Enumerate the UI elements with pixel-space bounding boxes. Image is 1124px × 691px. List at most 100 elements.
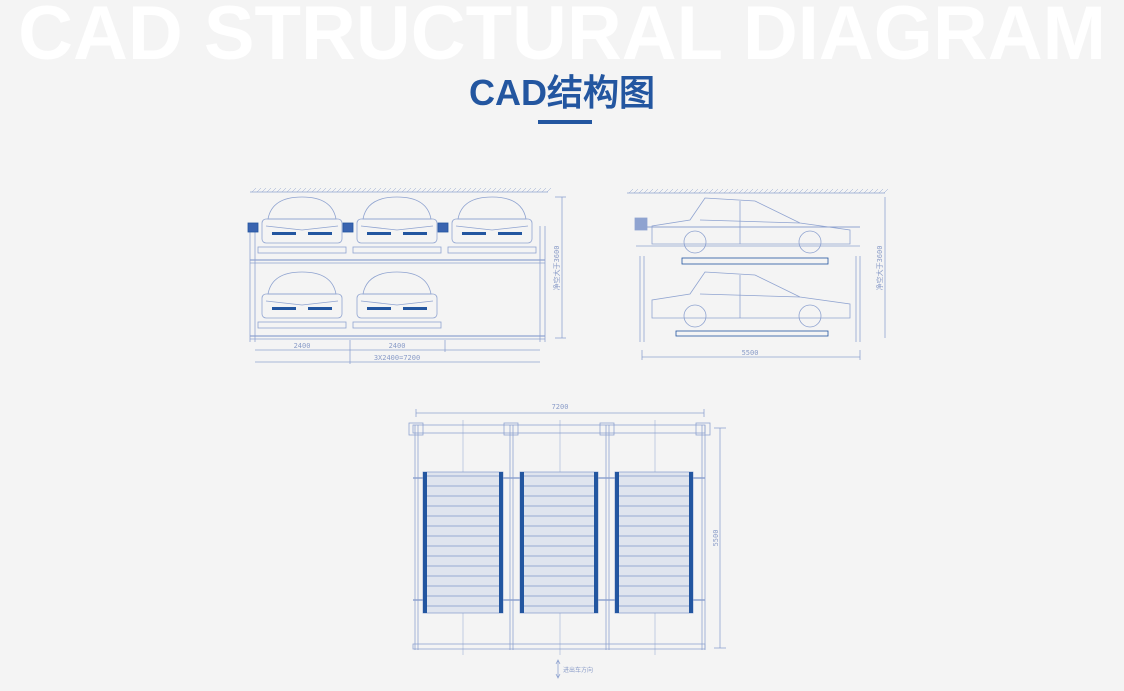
front-dim-height: 净空大于3600 [552, 246, 561, 291]
cad-line [496, 187, 502, 193]
top-dim-width: 7200 [552, 403, 569, 411]
cad-line [793, 188, 799, 194]
cad-line [371, 187, 377, 193]
front-dim-2400-left: 2400 [294, 342, 311, 350]
cad-line [703, 188, 709, 194]
upper-platform [681, 257, 829, 265]
cad-line [778, 188, 784, 194]
side-dim-height: 净空大于3600 [875, 246, 884, 291]
cad-line [818, 188, 824, 194]
cad-line [386, 187, 392, 193]
cad-line [436, 187, 442, 193]
cad-line [341, 187, 347, 193]
cad-line [406, 187, 412, 193]
cad-line [266, 187, 272, 193]
motor-icon [437, 222, 449, 233]
car-roof [457, 196, 527, 220]
cad-line [693, 188, 699, 194]
car-platform [257, 321, 347, 329]
cad-line [251, 187, 257, 193]
cad-line [466, 187, 472, 193]
platform-rail [615, 472, 619, 613]
cad-line [511, 187, 517, 193]
car-platform [257, 246, 347, 254]
cad-line [633, 188, 639, 194]
cad-line [281, 187, 287, 193]
cad-line [708, 188, 714, 194]
cad-line [838, 188, 844, 194]
side-view-drawing [627, 188, 889, 360]
car-body [451, 218, 533, 244]
cad-line [728, 188, 734, 194]
car-platform [352, 246, 442, 254]
car-wheel [683, 304, 707, 328]
car-grille [498, 232, 522, 235]
cad-line [516, 187, 522, 193]
car-body [356, 218, 438, 244]
cad-line [311, 187, 317, 193]
platform-rail [520, 472, 524, 613]
car-body [261, 293, 343, 319]
cad-line [456, 187, 462, 193]
car-headlights [265, 300, 339, 306]
parking-platform [614, 471, 694, 614]
cad-line [648, 188, 654, 194]
cad-line [261, 187, 267, 193]
car-body [651, 271, 851, 319]
car-body [356, 293, 438, 319]
platform-rail [499, 472, 503, 613]
cad-line [376, 187, 382, 193]
cad-line [673, 188, 679, 194]
car-grille [308, 307, 332, 310]
direction-label: 进出车方向 [563, 666, 593, 674]
cad-line [441, 187, 447, 193]
cad-line [541, 187, 547, 193]
cad-line [768, 188, 774, 194]
car-headlights [360, 300, 434, 306]
cad-line [723, 188, 729, 194]
post [408, 422, 424, 436]
cad-line [878, 188, 884, 194]
cad-line [546, 187, 552, 193]
car-headlights [455, 225, 529, 231]
top-view-drawing [408, 409, 726, 679]
front-dim-total: 3X2400=7200 [374, 354, 420, 362]
cad-line [863, 188, 869, 194]
cad-line [331, 187, 337, 193]
cad-line [256, 187, 262, 193]
cad-line [698, 188, 704, 194]
car-grille [367, 232, 391, 235]
lower-platform [675, 330, 829, 337]
post [599, 422, 615, 436]
cad-line [451, 187, 457, 193]
cad-line [486, 187, 492, 193]
upper-car-front [447, 196, 537, 254]
cad-line [808, 188, 814, 194]
car-window-line [699, 293, 801, 298]
direction-arrow-icon [555, 659, 561, 679]
car-body [651, 197, 851, 245]
cad-line [713, 188, 719, 194]
platform-rail [423, 472, 427, 613]
post [695, 422, 711, 436]
front-beam [412, 424, 706, 434]
platform-rail [689, 472, 693, 613]
cad-line [501, 187, 507, 193]
page-title: CAD结构图 [469, 72, 655, 113]
cad-line [531, 187, 537, 193]
cad-line [773, 188, 779, 194]
cad-line [823, 188, 829, 194]
background-watermark: CAD STRUCTURAL DIAGRAM [18, 0, 1106, 76]
car-grille [272, 232, 296, 235]
parking-platform [422, 471, 504, 614]
cad-line [286, 187, 292, 193]
cad-line [431, 187, 437, 193]
car-wheel [798, 304, 822, 328]
cad-line [668, 188, 674, 194]
cad-line [788, 188, 794, 194]
cad-line [306, 187, 312, 193]
car-wheel [683, 230, 707, 254]
post [503, 422, 519, 436]
cad-line [753, 188, 759, 194]
cad-line [416, 187, 422, 193]
